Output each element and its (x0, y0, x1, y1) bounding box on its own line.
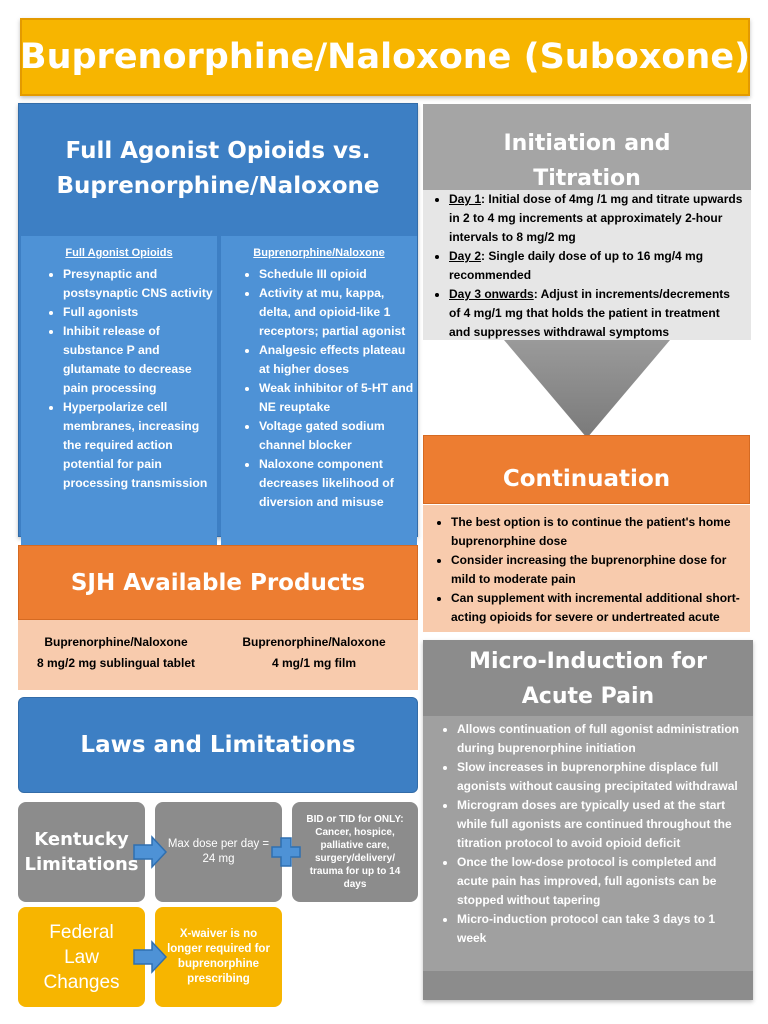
max-dose-line1: Max dose per day = (167, 838, 270, 850)
buprenorphine-heading: Buprenorphine/Naloxone (253, 247, 385, 259)
list-item: Analgesic effects plateau at higher dose… (259, 341, 417, 379)
product-item: Buprenorphine/Naloxone 8 mg/2 mg subling… (18, 632, 214, 674)
right-arrow-icon (133, 835, 168, 869)
max-dose-line2: 24 mg (202, 853, 235, 865)
day-text: : Single daily dose of up to 16 mg/4 mg … (449, 249, 704, 282)
initiation-heading: Initiation and Titration (423, 126, 751, 200)
list-item: Full agonists (63, 303, 217, 322)
down-arrow-icon (504, 340, 670, 438)
federal-line3: Changes (43, 971, 120, 993)
micro-induction-list: Allows continuation of full agonist admi… (423, 720, 753, 948)
list-item: Hyperpolarize cell membranes, increasing… (63, 398, 217, 493)
product-form: 8 mg/2 mg sublingual tablet (36, 656, 196, 670)
list-item: Microgram doses are typically used at th… (457, 796, 745, 853)
products-body: Buprenorphine/Naloxone 8 mg/2 mg subling… (18, 620, 418, 690)
list-item: Day 2: Single daily dose of up to 16 mg/… (449, 247, 743, 285)
kentucky-line1: Kentucky (34, 829, 129, 850)
comparison-heading-line1: Full Agonist Opioids vs. (65, 138, 371, 164)
products-heading: SJH Available Products (18, 545, 418, 620)
day-text: : Adjust in increments/decrements of 4 m… (449, 287, 730, 339)
list-item: Day 3 onwards: Adjust in increments/decr… (449, 285, 743, 342)
federal-law-box: Federal Law Changes (18, 907, 145, 1007)
list-item: Allows continuation of full agonist admi… (457, 720, 745, 758)
initiation-panel: Initiation and Titration Day 1: Initial … (423, 104, 751, 340)
day-text: : Initial dose of 4mg /1 mg and titrate … (449, 192, 743, 244)
continuation-body: The best option is to continue the patie… (423, 505, 750, 632)
list-item: Weak inhibitor of 5-HT and NE reuptake (259, 379, 417, 417)
day-label: Day 3 onwards (449, 287, 534, 301)
xwaiver-box: X-waiver is no longer required for bupre… (155, 907, 282, 1007)
day-label: Day 1 (449, 192, 482, 206)
kentucky-line2: Limitations (24, 854, 139, 875)
list-item: The best option is to continue the patie… (451, 513, 746, 551)
page-title: Buprenorphine/Naloxone (Suboxone) (20, 18, 750, 96)
product-item: Buprenorphine/Naloxone 4 mg/1 mg film (216, 632, 412, 674)
micro-induction-heading: Micro-Induction for Acute Pain (423, 644, 753, 720)
plus-icon (271, 837, 301, 867)
full-agonist-heading: Full Agonist Opioids (65, 247, 173, 259)
initiation-list: Day 1: Initial dose of 4mg /1 mg and tit… (423, 190, 751, 342)
micro-induction-body: Allows continuation of full agonist admi… (423, 716, 753, 971)
list-item: Can supplement with incremental addition… (451, 589, 746, 627)
federal-line1: Federal (49, 921, 114, 943)
list-item: Micro-induction protocol can take 3 days… (457, 910, 745, 948)
continuation-list: The best option is to continue the patie… (423, 513, 750, 627)
comparison-panel: Full Agonist Opioids vs. Buprenorphine/N… (18, 103, 418, 608)
initiation-heading-line1: Initiation and (503, 131, 671, 156)
list-item: Presynaptic and postsynaptic CNS activit… (63, 265, 217, 303)
micro-heading-line1: Micro-Induction for (469, 649, 707, 674)
list-item: Naloxone component decreases likelihood … (259, 455, 417, 512)
laws-heading: Laws and Limitations (18, 697, 418, 793)
comparison-heading: Full Agonist Opioids vs. Buprenorphine/N… (19, 104, 417, 234)
right-arrow-icon (133, 940, 168, 974)
list-item: Once the low-dose protocol is completed … (457, 853, 745, 910)
max-dose-box: Max dose per day = 24 mg (155, 802, 282, 902)
product-form: 4 mg/1 mg film (271, 656, 357, 670)
list-item: Voltage gated sodium channel blocker (259, 417, 417, 455)
list-item: Consider increasing the buprenorphine do… (451, 551, 746, 589)
list-item: Day 1: Initial dose of 4mg /1 mg and tit… (449, 190, 743, 247)
kentucky-limitations-box: Kentucky Limitations (18, 802, 145, 902)
bid-tid-text: BID or TID for ONLY: Cancer, hospice, pa… (306, 814, 404, 890)
product-name: Buprenorphine/Naloxone (44, 635, 188, 649)
comparison-heading-line2: Buprenorphine/Naloxone (56, 173, 380, 199)
full-agonist-list: Presynaptic and postsynaptic CNS activit… (21, 265, 217, 493)
initiation-body: Day 1: Initial dose of 4mg /1 mg and tit… (423, 190, 751, 340)
day-label: Day 2 (449, 249, 482, 263)
buprenorphine-list: Schedule III opioid Activity at mu, kapp… (221, 265, 417, 512)
initiation-heading-line2: Titration (533, 166, 641, 191)
federal-line2: Law (64, 946, 99, 968)
xwaiver-text: X-waiver is no longer required for bupre… (167, 928, 270, 985)
micro-induction-panel: Micro-Induction for Acute Pain Allows co… (423, 640, 753, 1000)
list-item: Schedule III opioid (259, 265, 417, 284)
list-item: Activity at mu, kappa, delta, and opioid… (259, 284, 417, 341)
micro-heading-line2: Acute Pain (521, 684, 655, 709)
list-item: Inhibit release of substance P and gluta… (63, 322, 217, 398)
continuation-heading: Continuation (423, 435, 750, 504)
list-item: Slow increases in buprenorphine displace… (457, 758, 745, 796)
product-name: Buprenorphine/Naloxone (242, 635, 386, 649)
bid-tid-box: BID or TID for ONLY: Cancer, hospice, pa… (292, 802, 418, 902)
